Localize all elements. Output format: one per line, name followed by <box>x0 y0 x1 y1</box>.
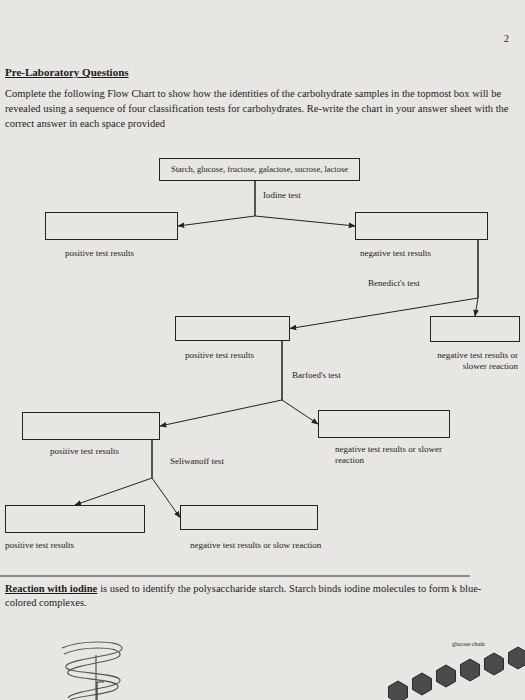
flow-arrow <box>160 341 282 426</box>
label: Reaction with iodine <box>5 583 97 594</box>
label: Benedict's test <box>368 278 420 288</box>
text-block: Reaction with iodineis used to identify … <box>5 582 505 610</box>
result-label-block: positive test results <box>5 540 125 551</box>
starch-helix <box>62 642 122 700</box>
sample-box: Starch, glucose, fructose, galactose, su… <box>159 158 360 181</box>
answer-box: negative test results or slower reaction <box>318 410 450 438</box>
title-block: Pre-Laboratory Questions <box>5 66 129 78</box>
result-label-block: negative test results or slower reaction <box>335 444 445 466</box>
glucose-ring <box>508 647 525 669</box>
label: glucose chain <box>452 641 485 647</box>
answer-box: positive test results <box>22 412 160 440</box>
glucose-ring <box>460 659 479 681</box>
result-label: negative test results <box>360 248 431 258</box>
box-text: Starch, glucose, fructose, galactose, su… <box>171 164 348 174</box>
box-outline <box>318 410 450 438</box>
result-label-block: positive test results <box>50 446 145 457</box>
box-outline <box>175 316 290 341</box>
label: Barfoed's test <box>292 370 341 380</box>
result-label: positive test results <box>65 248 134 258</box>
result-label: negative test results or slow reaction <box>190 540 321 550</box>
glucose-ring <box>436 665 455 687</box>
box-outline <box>355 212 488 240</box>
answer-box: positive test results <box>175 316 290 341</box>
result-label: positive test results <box>50 446 119 456</box>
result-label: positive test results <box>185 350 254 360</box>
result-label-block: negative test results <box>360 248 470 259</box>
box-outline <box>5 505 145 533</box>
flow-arrow <box>178 181 255 226</box>
box-outline <box>22 412 160 440</box>
label: Seliwanoff test <box>170 456 224 466</box>
box-outline <box>45 212 178 240</box>
text-block: glucose chain <box>452 640 485 648</box>
label: Iodine test <box>263 190 301 200</box>
box-outline <box>430 316 520 342</box>
text-block: Barfoed's test <box>292 370 341 381</box>
box-outline <box>180 505 318 530</box>
text-block: Seliwanoff test <box>170 456 224 467</box>
text-block: 2 <box>504 32 509 45</box>
box-outline: Starch, glucose, fructose, galactose, su… <box>159 158 360 181</box>
text-block: Benedict's test <box>368 278 420 289</box>
glucose-ring <box>388 681 407 700</box>
label: 2 <box>504 33 509 44</box>
result-label: negative test results or slower reaction <box>335 444 442 465</box>
result-label-block: negative test results or slow reaction <box>190 540 390 551</box>
result-label: negative test results or slower reaction <box>437 350 518 371</box>
glucose-chain <box>388 647 525 700</box>
answer-box: negative test results or slower reaction <box>430 316 520 342</box>
flow-arrow <box>282 341 318 424</box>
flow-arrow <box>152 440 180 518</box>
flow-arrow <box>475 240 478 316</box>
answer-box: positive test results <box>45 212 178 240</box>
glucose-ring <box>484 653 503 675</box>
result-label-block: negative test results or slower reaction <box>425 350 518 372</box>
title: Pre-Laboratory Questions <box>5 66 129 78</box>
result-label: positive test results <box>5 540 74 550</box>
text-block: Iodine test <box>263 190 301 201</box>
answer-box: positive test results <box>5 505 145 533</box>
label: Complete the following Flow Chart to sho… <box>5 88 509 129</box>
result-label-block: positive test results <box>65 248 185 259</box>
answer-box: negative test results <box>355 212 488 240</box>
flow-arrow <box>255 181 355 226</box>
answer-box: negative test results or slow reaction <box>180 505 318 530</box>
glucose-ring <box>412 673 431 695</box>
text-block: Complete the following Flow Chart to sho… <box>5 86 510 131</box>
rule-line <box>0 576 470 577</box>
result-label-block: positive test results <box>185 350 277 361</box>
